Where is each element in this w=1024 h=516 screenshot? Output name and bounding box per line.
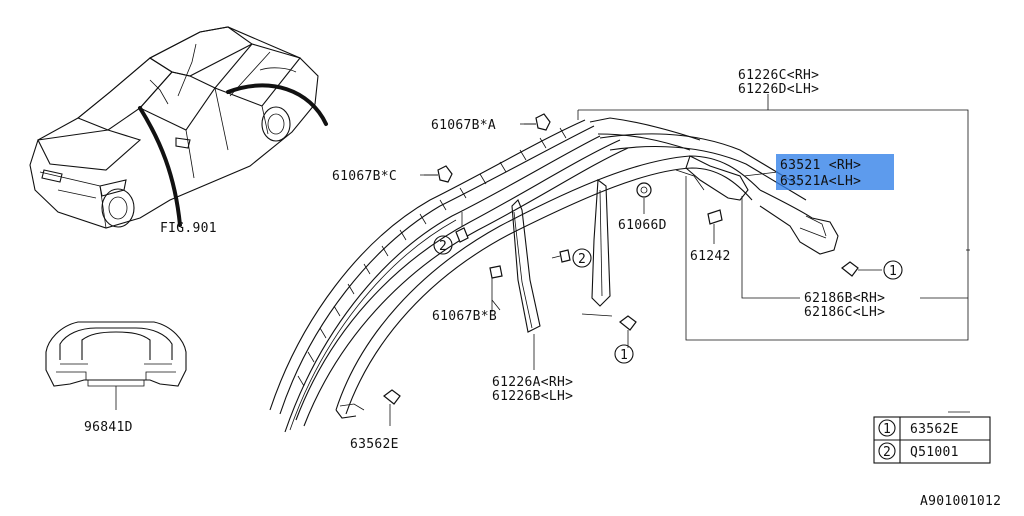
callout-1-right: 1 <box>883 260 903 280</box>
part-61226a-label: 61226A<RH> <box>492 375 573 390</box>
clip-61067b-a <box>524 113 551 131</box>
clip-61067b-c <box>424 165 453 183</box>
part-61242-label: 61242 <box>690 249 731 264</box>
legend-table: 1 63562E 2 Q51001 <box>873 411 991 464</box>
part-96841d-illustration <box>45 321 187 410</box>
part-61226c-label: 61226C<RH> <box>738 68 819 83</box>
part-63562e-label: 63562E <box>350 437 399 452</box>
label-plate-61242 <box>707 209 723 225</box>
screw-q51001-lower <box>551 249 571 263</box>
part-63521a-label: 63521A<LH> <box>780 174 861 189</box>
legend-row-2-symbol: 2 <box>883 445 891 460</box>
legend-row-1-part: 63562E <box>910 422 959 437</box>
clip-63562e-left <box>383 389 401 426</box>
clip-63562e-right <box>841 261 882 277</box>
part-highlight <box>776 154 894 190</box>
part-61226b-label: 61226B<LH> <box>492 389 573 404</box>
legend-row-2-part: Q51001 <box>910 445 959 460</box>
grommet-61066d <box>636 182 652 198</box>
part-61067b-c-label: 61067B*C <box>332 169 397 184</box>
part-61067b-a-label: 61067B*A <box>431 118 496 133</box>
drawing-id: A901001012 <box>920 494 1001 509</box>
part-96841d-label: 96841D <box>84 420 133 435</box>
legend-row-1-symbol: 1 <box>883 422 891 437</box>
part-61066d-label: 61066D <box>618 218 667 233</box>
callout-2-lower-text: 2 <box>578 252 586 267</box>
part-63521-label: 63521 <RH> <box>780 158 861 173</box>
part-62186b-label: 62186B<RH> <box>804 291 885 306</box>
callout-2-lower: 2 <box>572 248 592 268</box>
car-illustration <box>29 26 328 229</box>
callout-1-lower-text: 1 <box>620 348 628 363</box>
part-62186c-label: 62186C<LH> <box>804 305 885 320</box>
part-61067b-b-label: 61067B*B <box>432 309 497 324</box>
screw-q51001-upper <box>455 212 469 243</box>
part-61226d-label: 61226D<LH> <box>738 82 819 97</box>
callout-1-lower: 1 <box>614 344 634 364</box>
callout-2-upper: 2 <box>433 235 453 255</box>
callout-1-right-text: 1 <box>889 264 897 279</box>
callout-2-upper-text: 2 <box>439 239 447 254</box>
fig-reference-label: FIG.901 <box>160 221 217 236</box>
leader-lines <box>420 94 970 370</box>
clip-63562e-lower <box>581 313 637 348</box>
